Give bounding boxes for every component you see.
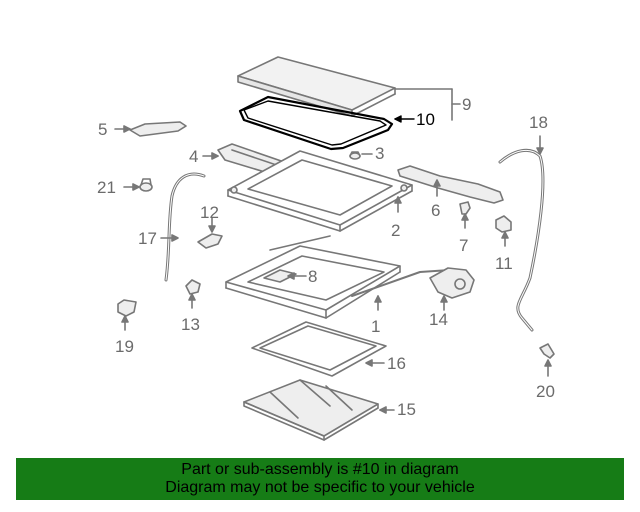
parts-diagram: 1 2 3 4 5 6 7 8 9 10 11 12 13 14 15 16 1… <box>97 56 555 441</box>
part-15-sunshade <box>243 379 395 441</box>
callout-18: 18 <box>529 113 548 132</box>
callout-1: 1 <box>371 317 381 336</box>
part-2-frame <box>227 150 413 232</box>
part-5 <box>114 121 187 137</box>
part-1-frame <box>225 235 451 319</box>
callout-14: 14 <box>429 310 448 329</box>
part-19-bracket <box>117 299 137 331</box>
banner-line-part-number: Part or sub-assembly is #10 in diagram <box>181 461 459 478</box>
callout-17: 17 <box>138 229 157 248</box>
callout-15: 15 <box>397 400 416 419</box>
part-20-clip <box>539 343 555 377</box>
callout-4: 4 <box>189 147 199 166</box>
callout-5: 5 <box>98 120 108 139</box>
banner-line-disclaimer: Diagram may not be specific to your vehi… <box>165 479 475 496</box>
callout-3: 3 <box>375 144 385 163</box>
callout-19: 19 <box>115 337 134 356</box>
callout-arrow-10 <box>394 115 415 123</box>
callout-21: 21 <box>97 178 116 197</box>
callout-16: 16 <box>387 354 406 373</box>
part-6-rail <box>397 165 504 204</box>
info-banner: Part or sub-assembly is #10 in diagram D… <box>16 458 624 500</box>
sunroof-exploded-view <box>114 56 555 441</box>
callout-2: 2 <box>391 221 401 240</box>
weatherstrip-seal-part-10 <box>238 95 394 151</box>
part-21-grommet <box>123 178 153 192</box>
callout-12: 12 <box>200 203 219 222</box>
part-3-clip <box>349 151 373 160</box>
part-11-cap <box>495 215 512 247</box>
part-16-seal <box>251 321 387 377</box>
part-18-drain-hose <box>498 135 545 332</box>
part-13-clip <box>185 279 201 309</box>
callout-8: 8 <box>308 267 318 286</box>
callout-11: 11 <box>495 254 513 273</box>
callout-bracket-9-10 <box>394 88 461 121</box>
callout-9: 9 <box>462 95 472 114</box>
part-8-pad <box>263 269 307 283</box>
part-14-motor <box>429 267 475 311</box>
callout-10: 10 <box>416 110 435 129</box>
part-17-drain-hose <box>160 172 206 282</box>
callout-6: 6 <box>431 201 441 220</box>
callout-20: 20 <box>536 382 555 401</box>
part-12-bracket <box>197 217 223 249</box>
callout-7: 7 <box>459 236 469 255</box>
part-7-screw <box>459 201 471 229</box>
callout-13: 13 <box>181 315 200 334</box>
